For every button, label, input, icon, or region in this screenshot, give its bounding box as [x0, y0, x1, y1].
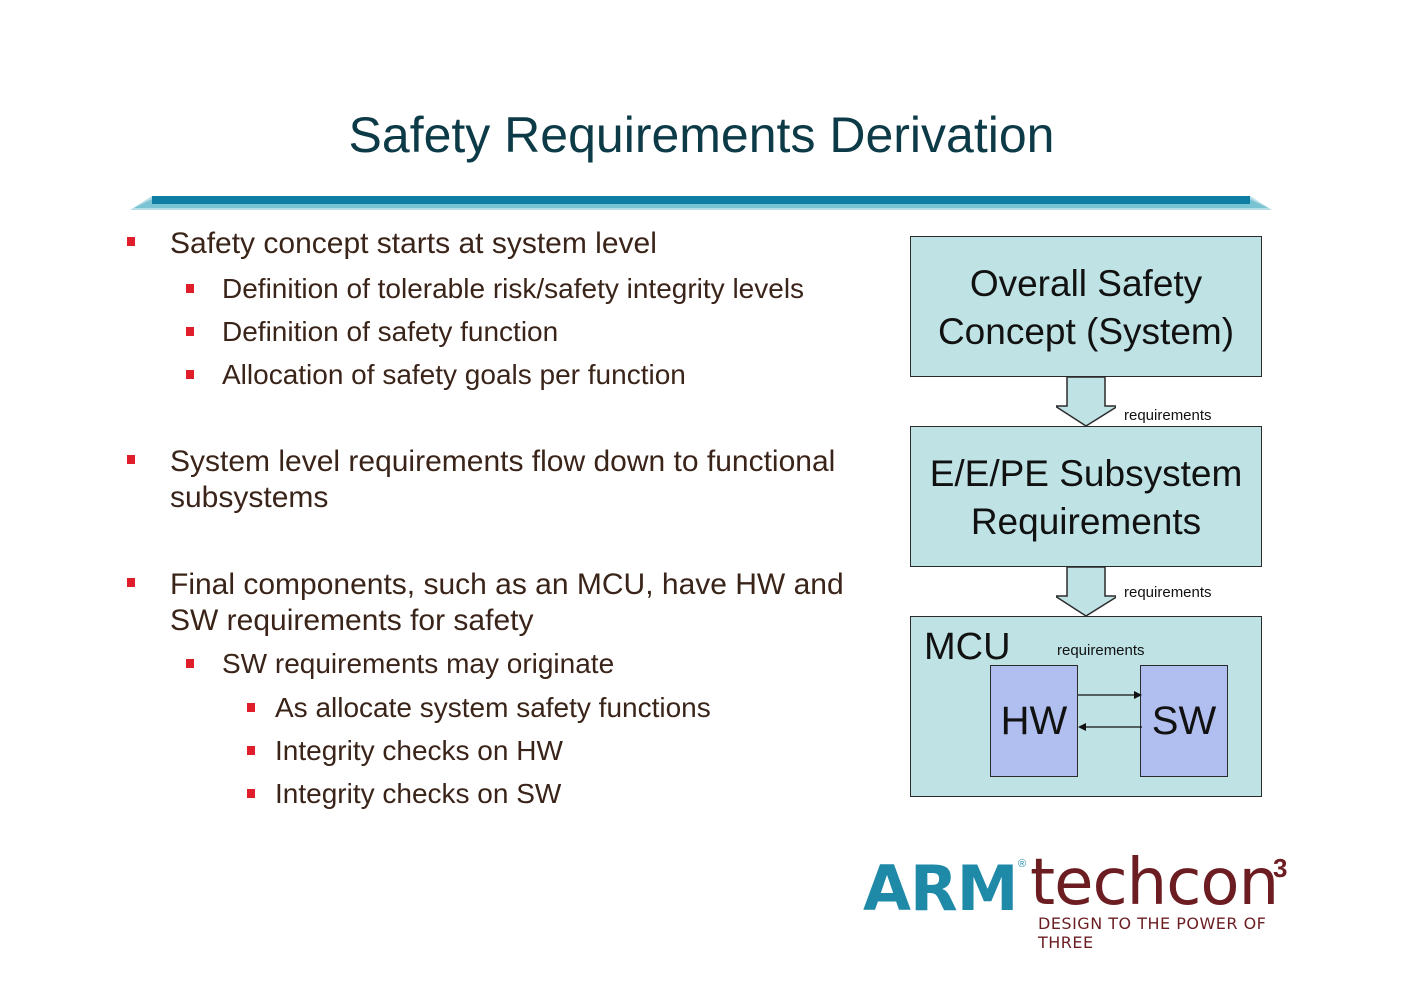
arm-logo-text: ARM [863, 852, 1018, 925]
techcon-logo-text: techcon [1030, 846, 1279, 920]
bullet-marker [127, 578, 135, 587]
logo-tagline: DESIGN TO THE POWER OF THREE [1038, 914, 1267, 952]
slide-title: Safety Requirements Derivation [348, 107, 1055, 163]
armtechcon-logo: ARM ® techcon 3 DESIGN TO THE POWER OF T… [860, 846, 1292, 952]
bullet-marker [247, 789, 255, 798]
bullet-item: Safety concept starts at system level [127, 226, 657, 262]
bullet-item: Definition of safety function [186, 315, 558, 349]
arrow-label: requirements [1124, 584, 1212, 601]
bullet-item: Integrity checks on HW [247, 734, 563, 768]
mcu-arrow-label: requirements [1057, 642, 1145, 659]
bullet-item: System level requirements flow down to f… [127, 444, 835, 516]
arrow-label: requirements [1124, 407, 1212, 424]
bullet-marker [186, 659, 194, 668]
bullet-item: SW requirements may originate [186, 647, 614, 681]
bullet-item: Final components, such as an MCU, have H… [127, 567, 844, 639]
bullet-marker [186, 370, 194, 379]
subsystem-requirements-box: E/E/PE Subsystem Requirements [910, 426, 1262, 567]
bullet-marker [186, 284, 194, 293]
registered-mark: ® [1018, 858, 1027, 870]
bullet-item: As allocate system safety functions [247, 691, 711, 725]
overall-safety-concept-box: Overall Safety Concept (System) [910, 236, 1262, 377]
bullet-item: Integrity checks on SW [247, 777, 561, 811]
title-divider [130, 196, 1272, 210]
bullet-item: Allocation of safety goals per function [186, 358, 686, 392]
bullet-marker [127, 455, 135, 464]
bullet-marker [247, 746, 255, 755]
bullet-marker [127, 237, 135, 246]
down-arrow-icon [1056, 566, 1116, 617]
down-arrow-icon [1056, 376, 1116, 427]
logo-superscript: 3 [1273, 853, 1288, 883]
bullet-item: Definition of tolerable risk/safety inte… [186, 272, 804, 306]
bullet-marker [186, 327, 194, 336]
bullet-marker [247, 703, 255, 712]
